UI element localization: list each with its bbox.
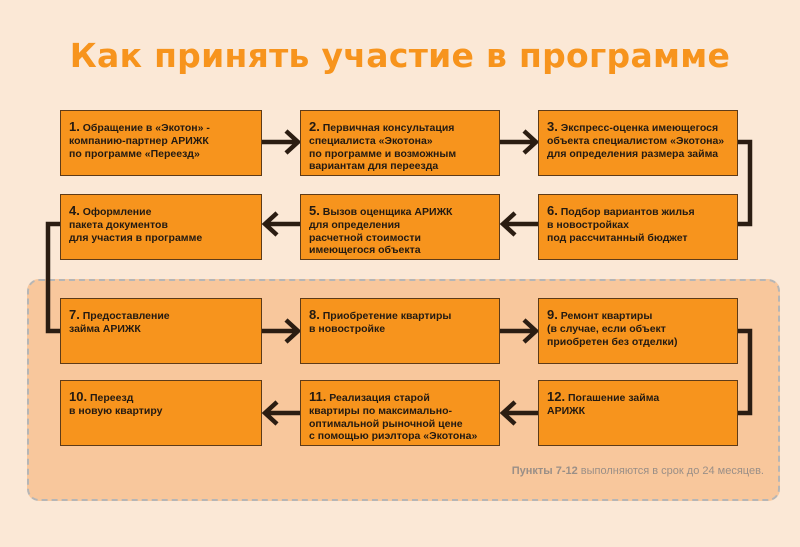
arrow-5-4 bbox=[261, 211, 300, 237]
step-number-4: 4. bbox=[69, 203, 80, 218]
step-box-11: 11. Реализация старой квартиры по максим… bbox=[300, 380, 500, 446]
step-text-4: Оформление пакета документов для участия… bbox=[69, 206, 203, 244]
step-box-6: 6. Подбор вариантов жилья в новостройках… bbox=[538, 194, 738, 260]
step-box-8: 8. Приобретение квартиры в новостройке bbox=[300, 298, 500, 364]
step-number-6: 6. bbox=[547, 203, 558, 218]
step-number-3: 3. bbox=[547, 119, 558, 134]
step-box-3: 3. Экспресс-оценка имеющегося объекта сп… bbox=[538, 110, 738, 176]
step-box-7: 7. Предоставление займа АРИЖК bbox=[60, 298, 262, 364]
step-box-1: 1. Обращение в «Экотон» - компанию-партн… bbox=[60, 110, 262, 176]
step-box-9: 9. Ремонт квартиры (в случае, если объек… bbox=[538, 298, 738, 364]
step-box-12: 12. Погашение займа АРИЖК bbox=[538, 380, 738, 446]
step-number-5: 5. bbox=[309, 203, 320, 218]
connector-9-12 bbox=[738, 328, 753, 416]
step-number-1: 1. bbox=[69, 119, 80, 134]
arrow-2-3 bbox=[500, 129, 540, 155]
step-text-7: Предоставление займа АРИЖК bbox=[69, 310, 170, 335]
step-text-3: Экспресс-оценка имеющегося объекта специ… bbox=[547, 122, 725, 160]
arrow-7-8 bbox=[262, 318, 302, 344]
step-text-9: Ремонт квартиры (в случае, если объект п… bbox=[547, 310, 678, 348]
note-rest: выполняются в срок до 24 месяцев. bbox=[577, 465, 764, 477]
step-text-2: Первичная консультация специалиста «Экот… bbox=[309, 122, 457, 173]
step-number-7: 7. bbox=[69, 307, 80, 322]
arrow-8-9 bbox=[500, 318, 540, 344]
duration-note: Пункты 7-12 выполняются в срок до 24 мес… bbox=[512, 465, 764, 477]
arrow-6-5 bbox=[499, 211, 538, 237]
step-box-4: 4. Оформление пакета документов для учас… bbox=[60, 194, 262, 260]
step-number-11: 11. bbox=[309, 389, 327, 404]
connector-4-7 bbox=[45, 221, 60, 334]
step-number-9: 9. bbox=[547, 307, 558, 322]
arrow-12-11 bbox=[499, 400, 538, 426]
step-text-1: Обращение в «Экотон» - компанию-партнер … bbox=[69, 122, 210, 160]
step-number-12: 12. bbox=[547, 389, 566, 404]
step-number-10: 10. bbox=[69, 389, 88, 404]
step-text-10: Переезд в новую квартиру bbox=[69, 392, 163, 417]
step-box-2: 2. Первичная консультация специалиста «Э… bbox=[300, 110, 500, 176]
step-text-12: Погашение займа АРИЖК bbox=[547, 392, 660, 417]
arrow-1-2 bbox=[262, 129, 302, 155]
step-number-8: 8. bbox=[309, 307, 320, 322]
step-box-5: 5. Вызов оценщика АРИЖК для определения … bbox=[300, 194, 500, 260]
step-text-6: Подбор вариантов жилья в новостройках по… bbox=[547, 206, 695, 244]
note-bold: Пункты 7-12 bbox=[511, 465, 578, 477]
step-text-11: Реализация старой квартиры по максимальн… bbox=[309, 392, 478, 443]
step-text-8: Приобретение квартиры в новостройке bbox=[309, 310, 452, 335]
page-title: Как принять участие в программе bbox=[69, 36, 731, 75]
arrow-11-10 bbox=[261, 400, 300, 426]
step-box-10: 10. Переезд в новую квартиру bbox=[60, 380, 262, 446]
step-number-2: 2. bbox=[309, 119, 320, 134]
step-text-5: Вызов оценщика АРИЖК для определения рас… bbox=[309, 206, 453, 257]
connector-3-6 bbox=[738, 139, 753, 227]
